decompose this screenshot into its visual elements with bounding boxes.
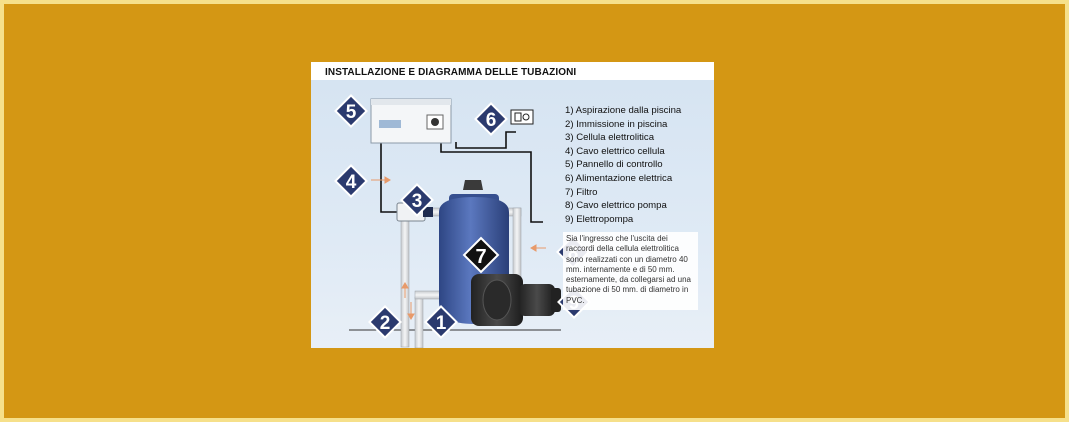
power-socket [510,109,534,125]
cell-cable [380,142,397,213]
legend-item-2: 2) Immissione in piscina [565,118,668,130]
legend-item-8: 8) Cavo elettrico pompa [565,200,667,212]
marker-7-label: 7 [475,246,486,268]
return-pipe [400,216,410,348]
marker-6: 6 [474,102,508,136]
marker-6-label: 6 [486,110,497,131]
component-legend: 1) Aspirazione dalla piscina 2) Immissio… [565,104,681,226]
installation-note: Sia l'ingresso che l'uscita dei raccordi… [563,232,698,311]
marker-5-label: 5 [346,102,357,123]
marker-1: 1 [424,305,458,339]
installation-diagram: 5 6 4 3 7 8 9 [334,94,591,348]
legend-item-9: 9) Elettropompa [565,213,634,225]
suction-pipe [414,296,424,348]
legend-item-3: 3) Cellula elettrolitica [565,132,655,144]
control-panel [370,98,452,144]
legend-item-4: 4) Cavo elettrico cellula [565,145,665,157]
diagram-card: INSTALLAZIONE E DIAGRAMMA DELLE TUBAZION… [311,62,714,348]
marker-4-label: 4 [346,172,357,193]
marker-5: 5 [334,94,368,128]
marker-2: 2 [368,305,402,339]
diagram-title: INSTALLAZIONE E DIAGRAMMA DELLE TUBAZION… [325,67,577,78]
marker-2-label: 2 [380,313,391,334]
marker-7: 7 [462,236,500,274]
pump-cable [440,142,543,223]
marker-3-label: 3 [412,191,423,212]
marker-1-label: 1 [436,313,447,334]
flow-arrows [371,176,546,320]
marker-3: 3 [400,183,434,217]
legend-item-7: 7) Filtro [565,186,598,198]
marker-4: 4 [334,164,368,198]
page-frame: INSTALLAZIONE E DIAGRAMMA DELLE TUBAZION… [4,4,1065,418]
electric-cables [380,131,543,223]
legend-item-1: 1) Aspirazione dalla piscina [565,105,682,116]
legend-item-5: 5) Pannello di controllo [565,159,663,171]
legend-item-6: 6) Alimentazione elettrica [565,172,673,184]
electric-pump [471,274,561,326]
power-cable [455,131,516,149]
filter-outlet-pipe [512,207,522,279]
